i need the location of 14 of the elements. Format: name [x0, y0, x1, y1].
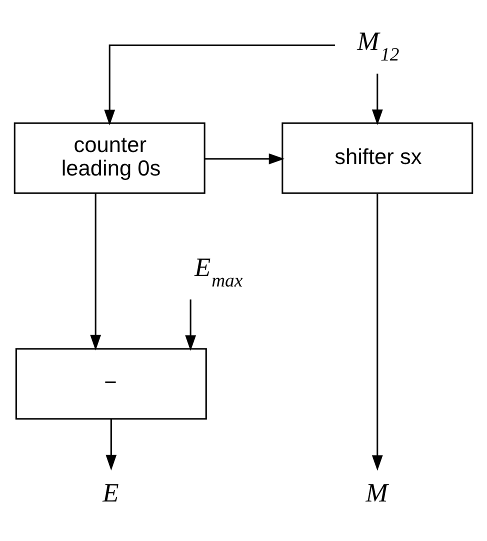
node-text: E$_{max}$ [194, 251, 243, 291]
arrow [185, 298, 196, 350]
arrow [372, 73, 383, 125]
arrow [204, 152, 284, 164]
node-box: shifter sx [282, 122, 474, 194]
node-text: M$_{12}$ [357, 26, 400, 66]
arrow [104, 44, 335, 125]
arrow [106, 418, 117, 470]
node-box: − [15, 348, 207, 420]
arrow [372, 193, 383, 470]
node-text: M [366, 477, 388, 508]
node-text: E [102, 477, 119, 508]
arrow [90, 192, 102, 350]
node-box: counter leading 0s [14, 122, 206, 194]
